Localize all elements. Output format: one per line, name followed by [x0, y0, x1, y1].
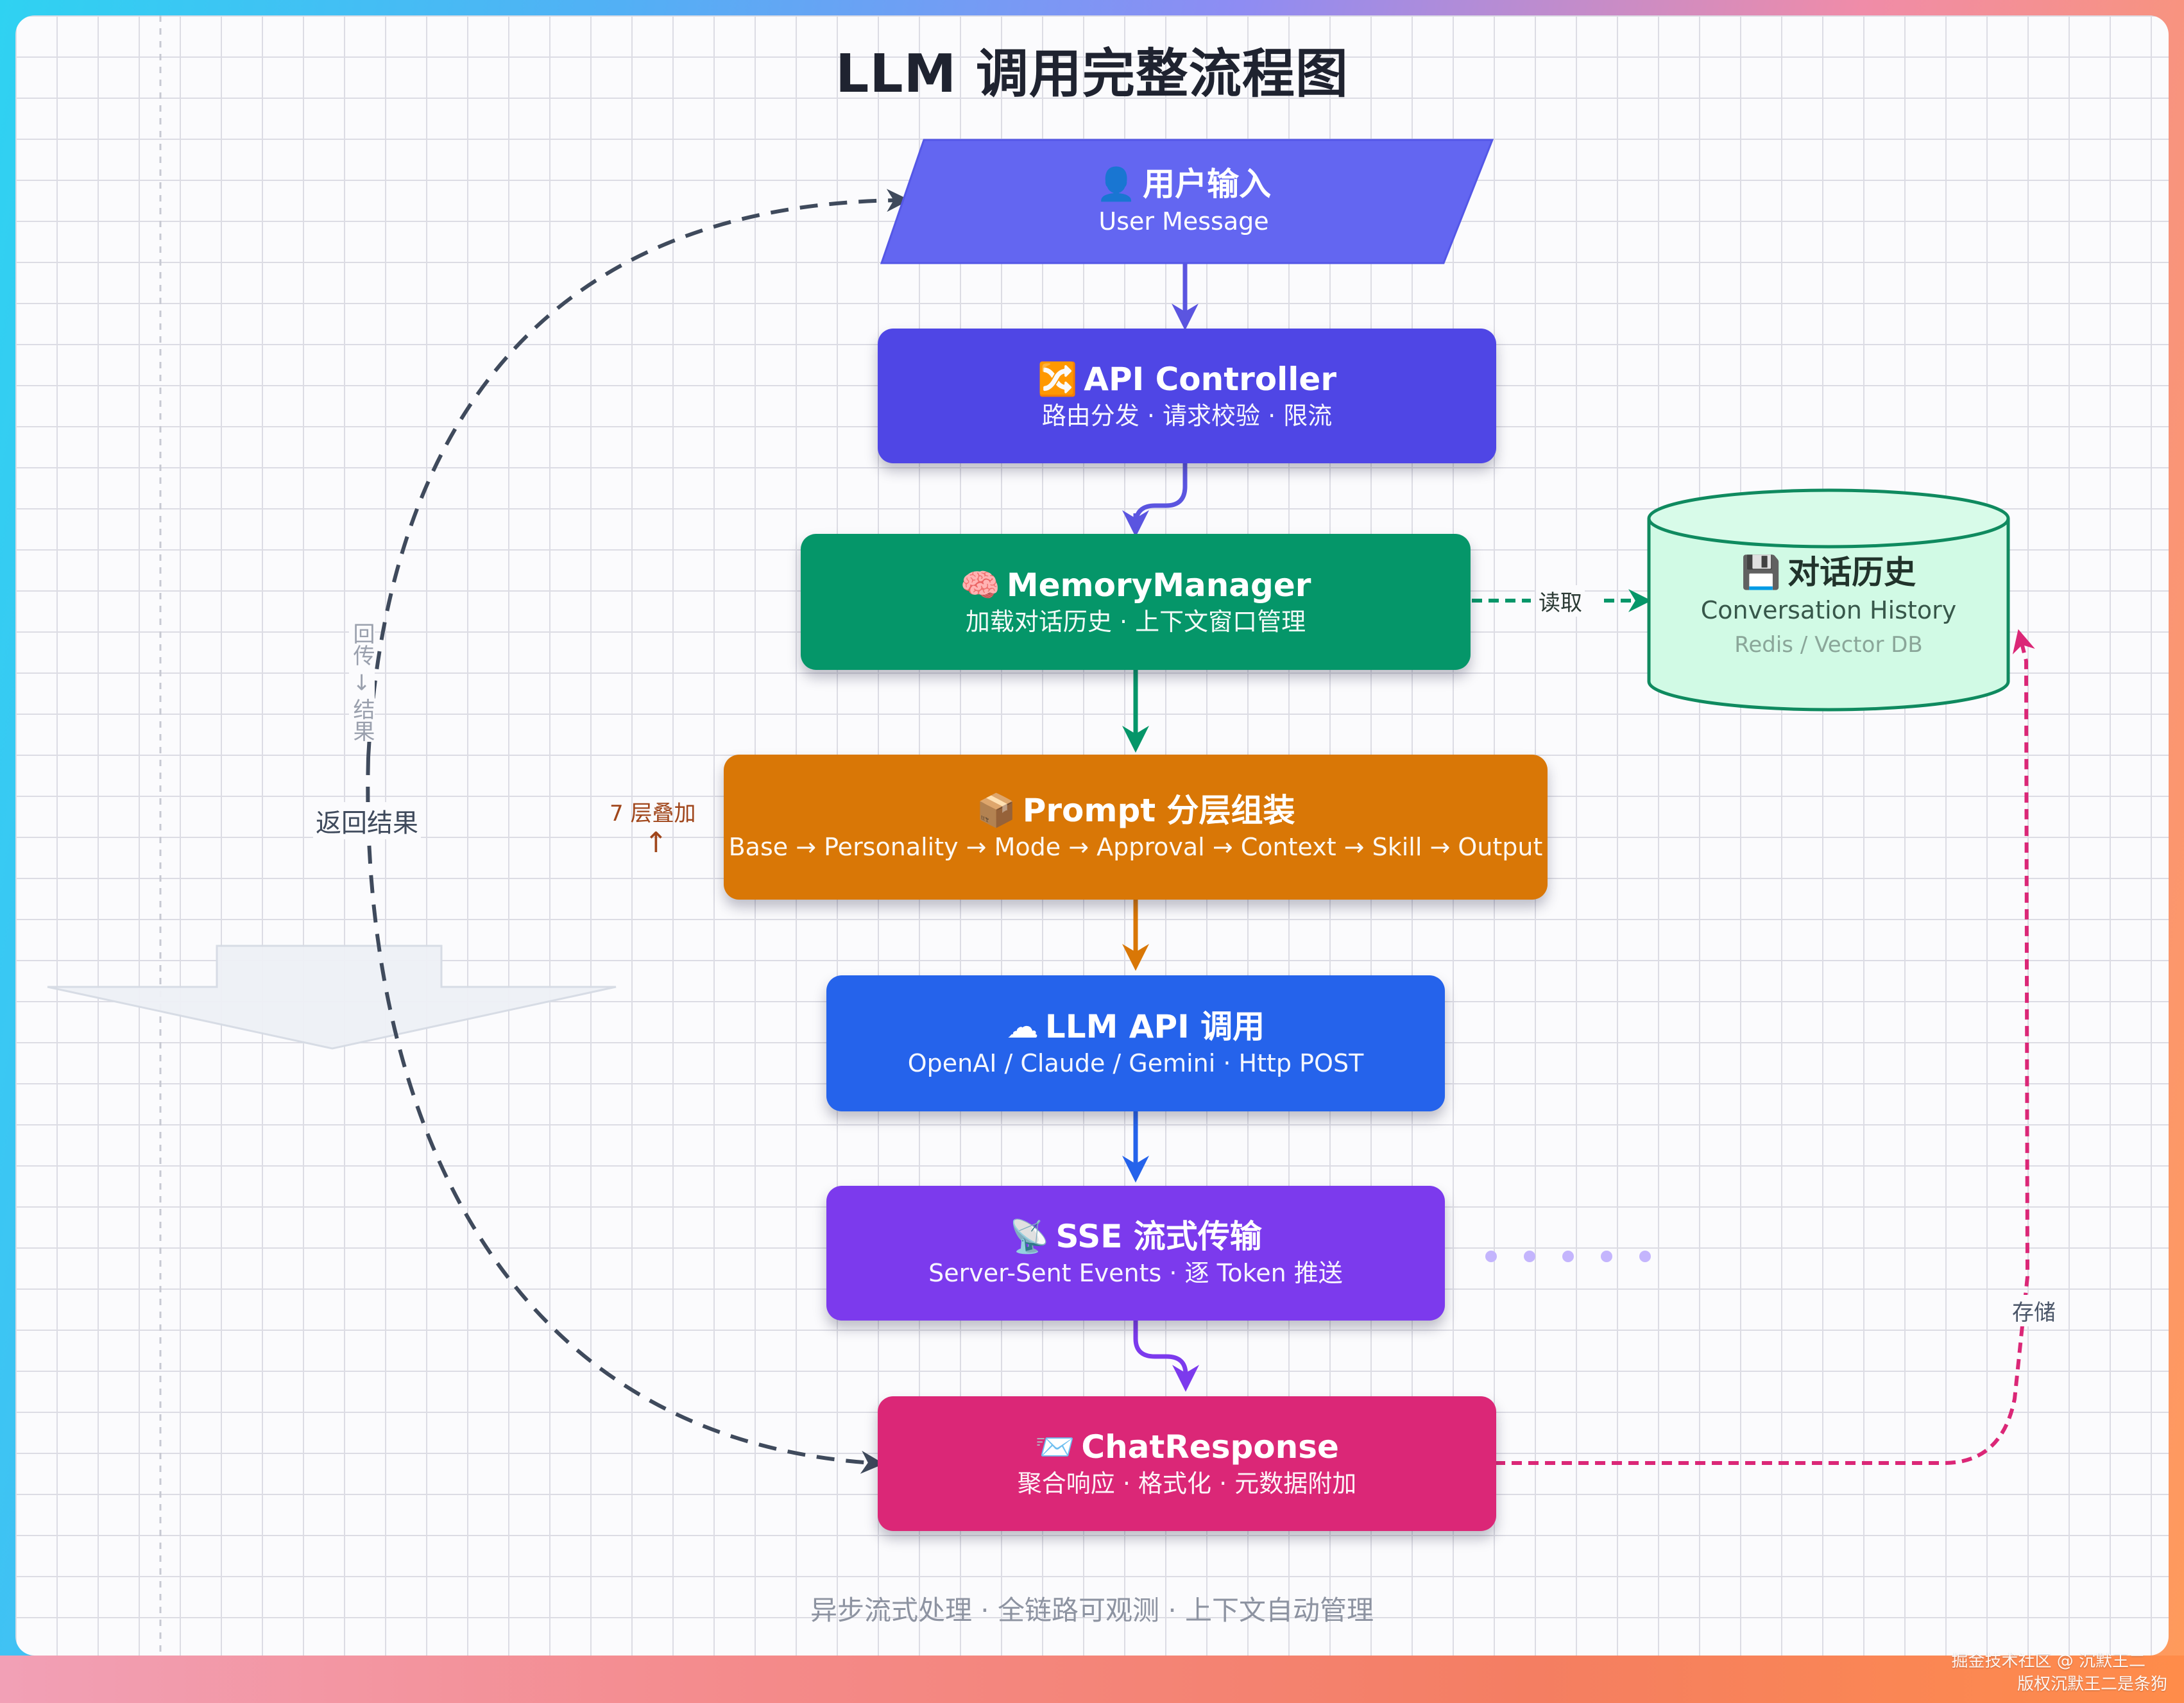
layers-label: 7 层叠加	[610, 801, 696, 826]
layers-arrow-label: ↑	[644, 826, 668, 859]
sse-node: 📡SSE 流式传输 Server-Sent Events · 逐 Token 推…	[826, 1186, 1445, 1321]
connector-return-to-response	[366, 757, 884, 1474]
api-controller-subtitle: 路由分发 · 请求校验 · 限流	[1041, 402, 1333, 430]
diagram-title: LLM 调用完整流程图	[835, 44, 1349, 105]
satellite-icon: 📡	[1009, 1218, 1050, 1255]
user-icon: 👤	[1096, 166, 1137, 203]
chat-response-title: ChatResponse	[1081, 1428, 1339, 1466]
inbox-icon: 📨	[1035, 1428, 1075, 1466]
return-vertical-label: 回传 → 结果	[349, 622, 375, 742]
watermark-line1: 掘金技术社区 @ 沉默王二	[1951, 1652, 2146, 1671]
prompt-subtitle: Base → Personality → Mode → Approval → C…	[728, 833, 1543, 861]
prompt-node: 📦Prompt 分层组装 Base → Personality → Mode →…	[724, 755, 1548, 900]
chat-response-node: 📨ChatResponse 聚合响应 · 格式化 · 元数据附加	[878, 1396, 1496, 1531]
brain-icon: 🧠	[960, 567, 1000, 604]
user-input-node: 👤用户输入 User Message	[882, 140, 1485, 262]
user-input-shape	[880, 139, 1494, 264]
connector-return-to-user	[366, 189, 910, 758]
connector-sse-to-response	[1133, 1321, 1199, 1392]
memory-manager-title: MemoryManager	[1006, 567, 1311, 604]
prompt-title: Prompt 分层组装	[1022, 792, 1295, 829]
user-input-title: 👤用户输入	[1096, 164, 1271, 205]
llm-api-subtitle: OpenAI / Claude / Gemini · Http POST	[907, 1049, 1364, 1077]
history-db-detail: Redis / Vector DB	[1734, 632, 1923, 658]
memory-manager-subtitle: 加载对话历史 · 上下文窗口管理	[965, 608, 1306, 636]
llm-api-node: ☁LLM API 调用 OpenAI / Claude / Gemini · H…	[826, 975, 1445, 1111]
llm-api-title: LLM API 调用	[1045, 1008, 1265, 1045]
floppy-icon: 💾	[1741, 554, 1782, 591]
shuffle-icon: 🔀	[1037, 361, 1078, 398]
return-direction-shape	[47, 945, 617, 1050]
connector-response-to-history	[1495, 629, 2035, 1465]
history-db-title: 对话历史	[1787, 554, 1916, 591]
sse-title: SSE 流式传输	[1055, 1218, 1262, 1255]
cloud-icon: ☁	[1006, 1008, 1039, 1045]
sse-dots	[1485, 1251, 1651, 1262]
footer-caption: 异步流式处理 · 全链路可观测 · 上下文自动管理	[810, 1595, 1374, 1626]
history-db-subtitle: Conversation History	[1700, 596, 1957, 624]
read-label: 读取	[1536, 585, 1585, 617]
return-result-label: 返回结果	[313, 802, 421, 839]
api-controller-title: API Controller	[1084, 361, 1336, 398]
history-db-node: 💾对话历史 Conversation History Redis / Vecto…	[1649, 552, 2008, 662]
chat-response-subtitle: 聚合响应 · 格式化 · 元数据附加	[1017, 1469, 1357, 1498]
package-icon: 📦	[976, 792, 1016, 829]
watermark-line2: 版权沉默王二是条狗	[2017, 1675, 2167, 1694]
connector-api-to-memory	[1133, 463, 1188, 526]
sse-subtitle: Server-Sent Events · 逐 Token 推送	[928, 1259, 1343, 1287]
history-db-shape	[1647, 488, 2010, 712]
user-input-subtitle: User Message	[1098, 207, 1269, 235]
bottom-gradient-band	[0, 1656, 2184, 1703]
api-controller-node: 🔀API Controller 路由分发 · 请求校验 · 限流	[878, 329, 1496, 463]
memory-manager-node: 🧠MemoryManager 加载对话历史 · 上下文窗口管理	[801, 534, 1471, 670]
store-label: 存储	[2009, 1295, 2058, 1326]
